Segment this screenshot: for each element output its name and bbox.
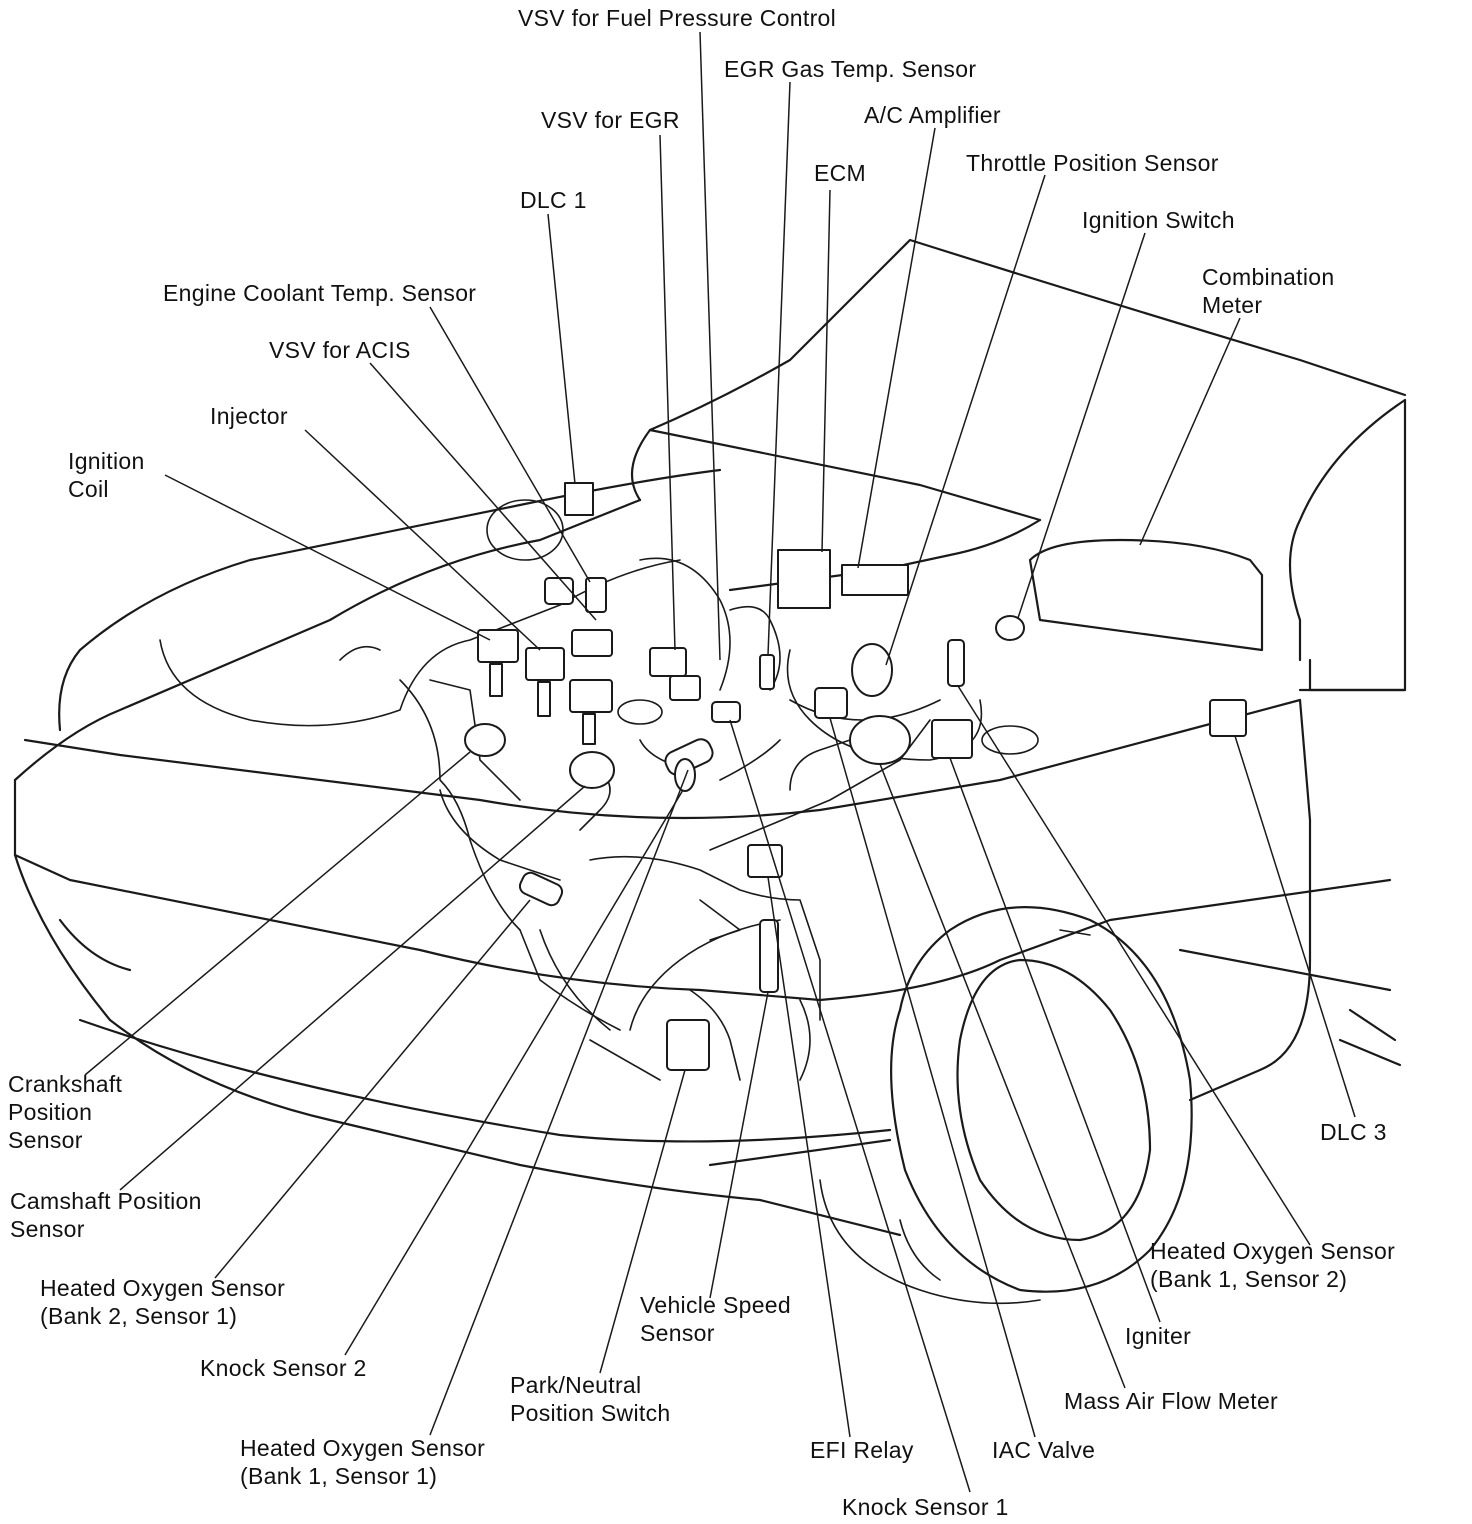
label-line: Sensor	[10, 1216, 85, 1242]
coil-part-2	[569, 679, 613, 713]
label-line: Heated Oxygen Sensor	[40, 1275, 286, 1301]
vsv-part	[571, 629, 613, 657]
ignition-coil-part	[477, 629, 519, 663]
ignition-coil-stem	[489, 663, 503, 697]
label-line: Ignition	[68, 448, 145, 474]
knock-sensor-1-part	[711, 701, 741, 723]
label-line: Sensor	[8, 1127, 83, 1153]
dlc3-part	[1209, 699, 1247, 737]
front-wheel	[819, 906, 1193, 1305]
label-vsv-fuel-pressure: VSV for Fuel Pressure Control	[518, 5, 837, 31]
label-vehicle-speed-sensor: Vehicle Speed Sensor	[640, 1291, 791, 1347]
label-knock-sensor-2: Knock Sensor 2	[200, 1355, 367, 1381]
label-ecm: ECM	[814, 160, 867, 186]
ho2-b2s1-part	[518, 871, 564, 907]
label-egr-gas-temp-sensor: EGR Gas Temp. Sensor	[724, 56, 977, 82]
label-line: (Bank 1, Sensor 2)	[1150, 1266, 1348, 1292]
label-dlc3: DLC 3	[1320, 1119, 1387, 1145]
label-ignition-coil: Ignition Coil	[68, 447, 145, 503]
label-line: Sensor	[640, 1320, 715, 1346]
label-igniter: Igniter	[1125, 1323, 1192, 1349]
label-ac-amplifier: A/C Amplifier	[864, 102, 1001, 128]
label-line: Position	[8, 1099, 93, 1125]
label-crankshaft-position-sensor: Crankshaft Position Sensor	[8, 1070, 122, 1154]
label-engine-coolant-temp-sensor: Engine Coolant Temp. Sensor	[163, 280, 477, 306]
ecm-part	[777, 549, 831, 609]
label-injector: Injector	[210, 403, 288, 429]
cap	[617, 699, 663, 725]
label-line: Park/Neutral	[510, 1372, 642, 1398]
injector-part	[525, 647, 565, 681]
dlc1-part	[564, 482, 594, 516]
injector-stem	[537, 681, 551, 717]
ignition-switch-part	[995, 615, 1025, 641]
label-park-neutral-position-switch: Park/Neutral Position Switch	[510, 1371, 670, 1427]
vsv-egr-part	[649, 647, 687, 677]
label-vsv-egr: VSV for EGR	[541, 107, 680, 133]
label-efi-relay: EFI Relay	[810, 1437, 914, 1463]
crankshaft-sensor-part	[464, 723, 506, 757]
label-line: (Bank 2, Sensor 1)	[40, 1303, 238, 1329]
components	[464, 482, 1247, 1071]
label-line: Vehicle Speed	[640, 1292, 791, 1318]
label-mass-air-flow-meter: Mass Air Flow Meter	[1064, 1388, 1279, 1414]
camshaft-sensor-part	[569, 751, 615, 789]
label-line: Combination	[1202, 264, 1335, 290]
label-vsv-acis: VSV for ACIS	[269, 337, 411, 363]
strut-mount	[486, 499, 564, 561]
label-ho2-bank2-sensor1: Heated Oxygen Sensor (Bank 2, Sensor 1)	[40, 1274, 285, 1330]
label-camshaft-position-sensor: Camshaft Position Sensor	[10, 1187, 202, 1243]
label-ho2-bank1-sensor2: Heated Oxygen Sensor (Bank 1, Sensor 2)	[1150, 1237, 1395, 1293]
throttle-body-part	[851, 643, 893, 697]
label-line: Heated Oxygen Sensor	[240, 1435, 486, 1461]
label-knock-sensor-1: Knock Sensor 1	[842, 1494, 1009, 1520]
label-combination-meter: Combination Meter	[1202, 263, 1334, 319]
label-ignition-switch: Ignition Switch	[1082, 207, 1235, 233]
label-line: Heated Oxygen Sensor	[1150, 1238, 1396, 1264]
label-line: (Bank 1, Sensor 1)	[240, 1463, 438, 1489]
label-line: Meter	[1202, 292, 1263, 318]
vehicle-speed-part	[759, 919, 779, 993]
label-line: Camshaft Position	[10, 1188, 202, 1214]
vsv-acis-part	[585, 577, 607, 613]
reservoir-cap	[981, 725, 1039, 755]
vehicle-body-outline	[13, 238, 1407, 1237]
label-iac-valve: IAC Valve	[992, 1437, 1096, 1463]
label-dlc1: DLC 1	[520, 187, 587, 213]
label-line: Coil	[68, 476, 109, 502]
coolant-sensor-part	[544, 577, 574, 605]
label-line: Crankshaft	[8, 1071, 123, 1097]
vsv-fuel-part	[669, 675, 701, 701]
label-throttle-position-sensor: Throttle Position Sensor	[966, 150, 1219, 176]
label-line: Position Switch	[510, 1400, 671, 1426]
iac-valve-part	[814, 687, 848, 719]
ho2-b1s2-part	[947, 639, 965, 687]
knock-sensor-2-part	[674, 758, 696, 792]
coil-stem-2	[582, 713, 596, 745]
ac-amplifier-part	[841, 564, 909, 596]
leader-lines	[84, 31, 1356, 1493]
egr-temp-part	[759, 654, 775, 690]
label-ho2-bank1-sensor1: Heated Oxygen Sensor (Bank 1, Sensor 1)	[240, 1434, 485, 1490]
igniter-part	[931, 719, 973, 759]
efi-relay-part	[747, 844, 783, 878]
mass-air-flow-part	[849, 715, 911, 765]
park-neutral-part	[666, 1019, 710, 1071]
